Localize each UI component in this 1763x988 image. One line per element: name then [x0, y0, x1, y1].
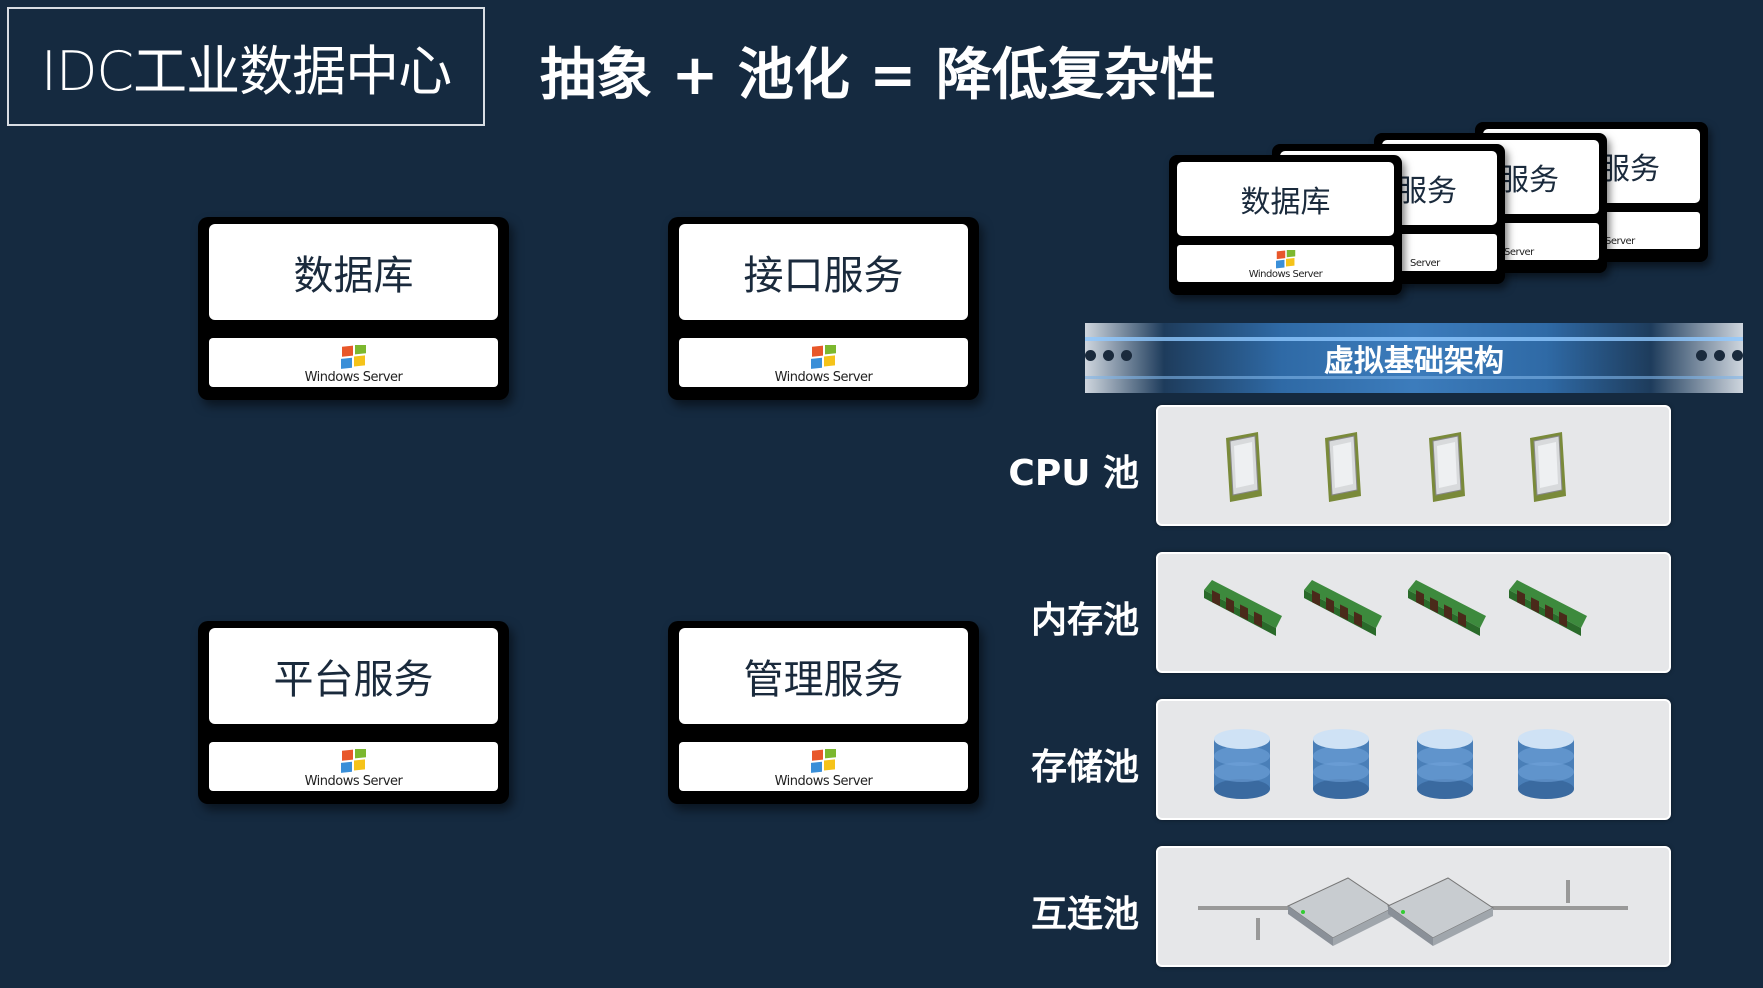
memory-pool-label: 内存池	[1030, 600, 1139, 641]
virtual-infrastructure-label: 虚拟基础架构	[1324, 344, 1504, 379]
os-label: Windows Server	[774, 774, 873, 789]
card-label: 数据库	[209, 224, 498, 320]
cpu-chip-icon	[1225, 432, 1263, 503]
vm-card-management-service: 管理服务 Windows Server	[668, 621, 979, 804]
storage-pool-label: 存储池	[1030, 747, 1139, 788]
cpu-chip-icon	[1529, 432, 1567, 503]
ellipsis-icon	[1085, 350, 1132, 361]
network-switch-icon	[1198, 877, 1628, 946]
windows-logo-icon	[340, 345, 366, 369]
windows-logo-icon	[810, 345, 836, 369]
os-label: Server	[1605, 236, 1635, 247]
vm-card-interface-service: 接口服务 Windows Server	[668, 217, 979, 400]
cpu-chip-icon	[1428, 432, 1466, 503]
cpu-pool-label: CPU 池	[1008, 453, 1139, 494]
memory-pool	[1156, 552, 1671, 673]
page-title: IDC工业数据中心	[7, 7, 485, 126]
ellipsis-icon	[1696, 350, 1743, 361]
headline: 抽象 + 池化 = 降低复杂性	[540, 43, 1216, 108]
os-label: Windows Server	[304, 774, 403, 789]
os-label: Server	[1410, 258, 1440, 269]
os-label: Windows Server	[1248, 269, 1323, 280]
cpu-chip-icon	[1324, 432, 1362, 503]
storage-pool	[1156, 699, 1671, 820]
card-label: 平台服务	[209, 628, 498, 724]
interconnect-pool-label: 互连池	[1030, 894, 1139, 935]
vm-card-platform-service: 平台服务 Windows Server	[198, 621, 509, 804]
ram-module-icon	[1304, 580, 1382, 636]
vm-card-database: 数据库 Windows Server	[198, 217, 509, 400]
windows-logo-icon	[810, 749, 836, 773]
os-label: Windows Server	[304, 370, 403, 385]
stack-card-database: 数据库 Windows Server	[1169, 155, 1402, 295]
ram-module-icon	[1204, 580, 1282, 636]
card-label: 数据库	[1177, 162, 1394, 236]
card-label: 管理服务	[679, 628, 968, 724]
ram-module-icon	[1408, 580, 1486, 636]
cpu-pool	[1156, 405, 1671, 526]
database-icon	[1313, 729, 1369, 799]
database-icon	[1214, 729, 1270, 799]
virtual-infrastructure-bar: 虚拟基础架构	[1085, 323, 1743, 393]
windows-logo-icon	[340, 749, 366, 773]
os-label: Server	[1504, 247, 1534, 258]
interconnect-pool	[1156, 846, 1671, 967]
card-label: 接口服务	[679, 224, 968, 320]
database-icon	[1518, 729, 1574, 799]
windows-logo-icon	[1275, 250, 1295, 269]
database-icon	[1417, 729, 1473, 799]
os-label: Windows Server	[774, 370, 873, 385]
ram-module-icon	[1509, 580, 1587, 636]
